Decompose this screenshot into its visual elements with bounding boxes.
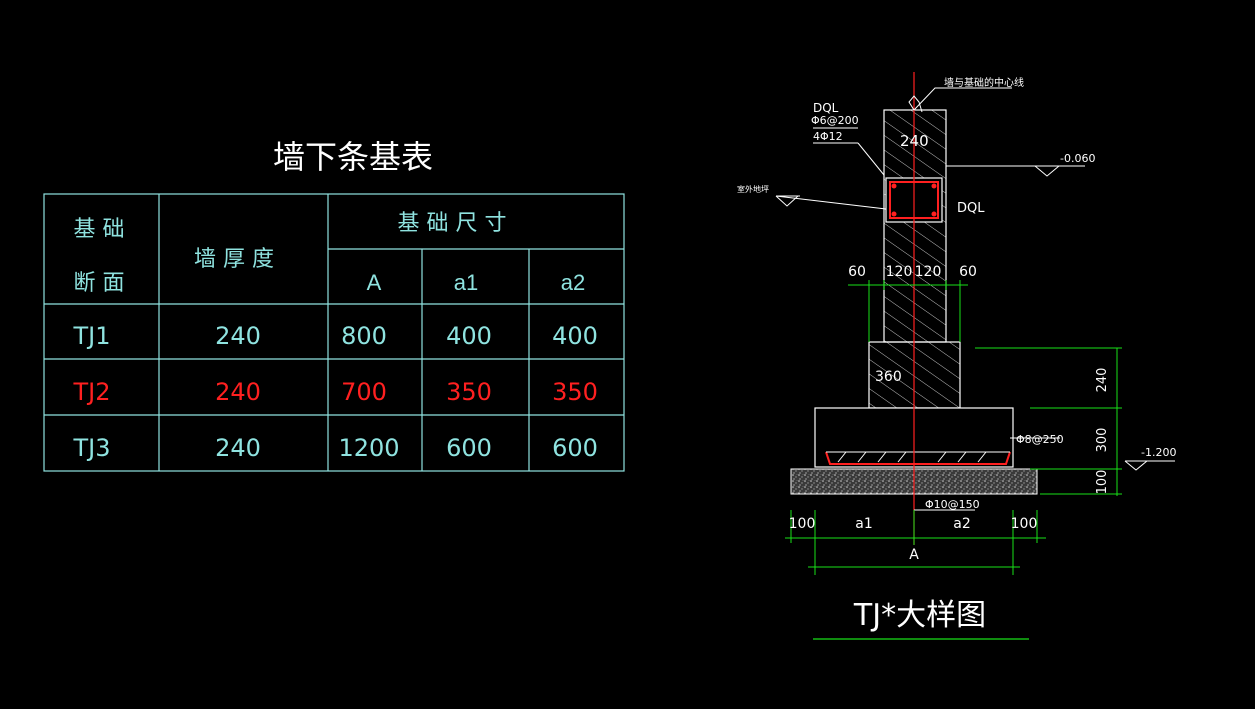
header-section-line1: 基 础 [74,217,125,242]
row-name: TJ1 [72,322,110,350]
table-row: TJ3 240 1200 600 600 [72,434,597,462]
row-wall: 240 [215,378,261,406]
header-col-a1: a1 [454,270,478,295]
footing-rebar-bottom: Φ10@150 [925,498,980,511]
dim-b-A: A [909,547,919,563]
row-wall: 240 [215,322,261,350]
dim-60-right: 60 [959,264,977,280]
dim-b-a1: a1 [855,516,873,532]
header-col-A: A [367,270,382,295]
header-section-line2: 断 面 [74,271,125,296]
centerline-note: 墙与基础的中心线 [944,76,1024,89]
row-a2: 350 [552,378,598,406]
dql-label-top: DQL [813,101,839,115]
dim-120-left: 120 [886,264,913,280]
foundation-detail: 墙与基础的中心线 DQL Φ6@200 4Φ12 240 -0.060 室外地坪… [737,72,1176,640]
dql-label-side: DQL [957,201,985,216]
dim-v-100: 100 [1095,470,1110,495]
outdoor-grade-note: 室外地坪 [737,184,769,194]
dql-main-bar-note: 4Φ12 [813,130,843,143]
table-title: 墙下条基表 [273,138,433,176]
dql-stirrup-note: Φ6@200 [811,114,859,127]
dim-v-240: 240 [1095,368,1110,393]
wall-thickness-dim: 240 [900,132,929,150]
header-foundation-size: 基 础 尺 寸 [398,211,507,236]
row-A: 700 [341,378,387,406]
footing-rebar-top: Φ8@250 [1016,433,1064,446]
row-a1: 600 [446,434,492,462]
row-wall: 240 [215,434,261,462]
step-width-dim: 360 [875,369,902,385]
row-a1: 350 [446,378,492,406]
dim-v-300: 300 [1095,428,1110,453]
footing-rebar [825,451,1011,465]
elevation-top: -0.060 [1060,152,1095,165]
dim-b-100-right: 100 [1011,516,1038,532]
row-a2: 600 [552,434,598,462]
dim-120-right: 120 [915,264,942,280]
detail-title: TJ*大样图 [853,598,986,633]
wall-upper [883,109,947,343]
header-wall-thickness: 墙 厚 度 [194,247,274,272]
table-rows: TJ1 240 800 400 400 TJ2 240 700 350 350 … [72,322,597,462]
table-row: TJ2 240 700 350 350 [72,378,597,406]
row-A: 800 [341,322,387,350]
row-name: TJ3 [72,434,110,462]
row-A: 1200 [338,434,399,462]
elevation-bottom: -1.200 [1141,446,1176,459]
header-col-a2: a2 [561,270,585,295]
row-a1: 400 [446,322,492,350]
dim-b-100-left: 100 [789,516,816,532]
dim-b-a2: a2 [953,516,971,532]
table-grid [43,193,625,472]
row-name: TJ2 [72,378,110,406]
foundation-table: 墙下条基表 基 础 断 面 墙 厚 度 基 础 尺 寸 A a1 a2 T [43,138,625,472]
dim-60-left: 60 [848,264,866,280]
table-row: TJ1 240 800 400 400 [72,322,597,350]
row-a2: 400 [552,322,598,350]
